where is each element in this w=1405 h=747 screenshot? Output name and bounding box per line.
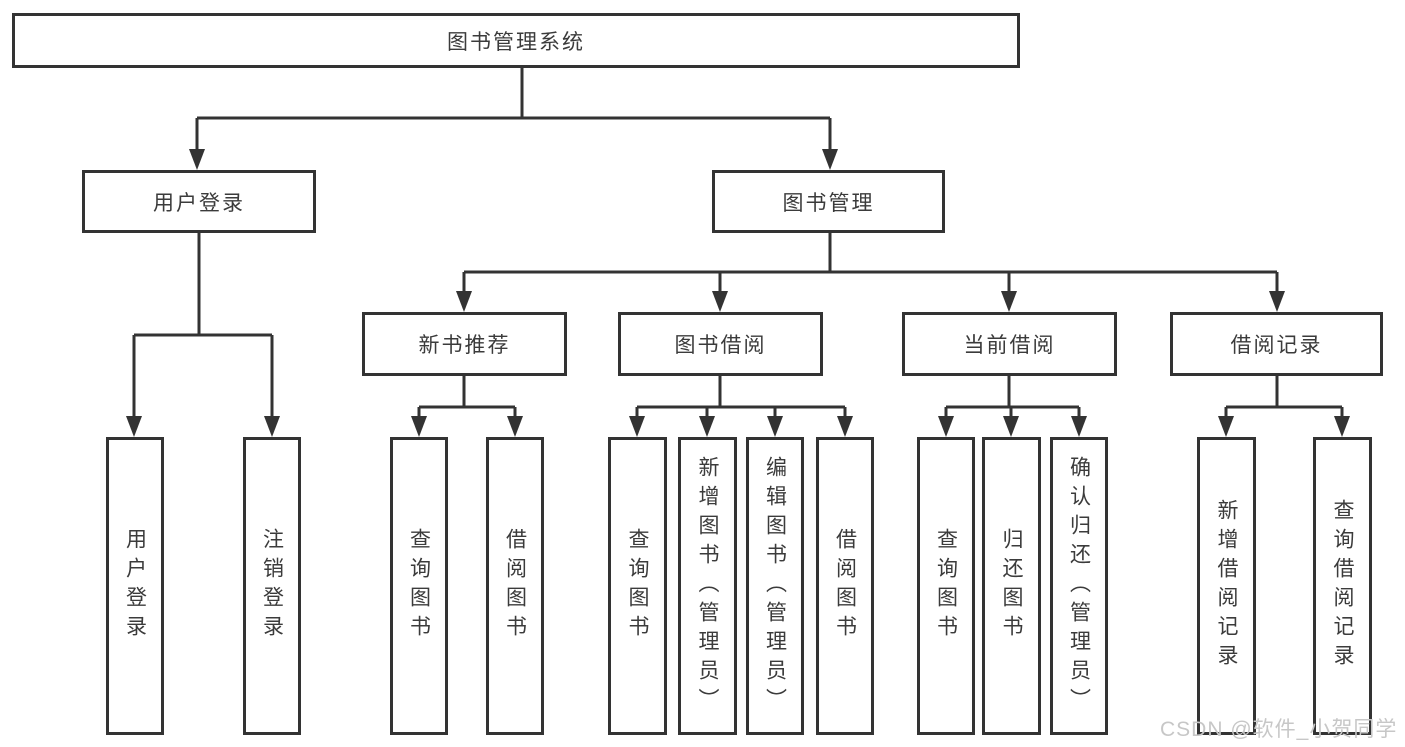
leaf-edit-book-admin: 编辑图书（管理员） xyxy=(746,437,804,735)
leaf-query-books-current: 查询图书 xyxy=(917,437,975,735)
leaf-add-borrow-record: 新增借阅记录 xyxy=(1197,437,1256,735)
leaf-add-book-admin: 新增图书（管理员） xyxy=(678,437,737,735)
node-label: 确认归还（管理员） xyxy=(1067,455,1091,717)
node-label: 注销登录 xyxy=(260,528,284,644)
node-label: 图书管理 xyxy=(782,191,875,215)
node-label: 查询图书 xyxy=(626,528,649,644)
node-borrowing-records: 借阅记录 xyxy=(1170,312,1383,376)
node-label: 归还图书 xyxy=(1000,528,1023,644)
node-label: 新书推荐 xyxy=(418,334,511,357)
leaf-confirm-return-admin: 确认归还（管理员） xyxy=(1050,437,1108,735)
node-user-login: 用户登录 xyxy=(82,170,316,233)
leaf-borrow-books-recommend: 借阅图书 xyxy=(486,437,544,735)
node-book-management: 图书管理 xyxy=(712,170,945,233)
node-new-book-recommendation: 新书推荐 xyxy=(362,312,567,376)
node-label: 查询图书 xyxy=(407,528,431,644)
node-root-library-system: 图书管理系统 xyxy=(12,13,1020,68)
leaf-return-book: 归还图书 xyxy=(982,437,1041,735)
leaf-user-login: 用户登录 xyxy=(106,437,164,735)
node-label: 借阅图书 xyxy=(833,528,857,644)
node-current-borrowing: 当前借阅 xyxy=(902,312,1117,376)
node-label: 编辑图书（管理员） xyxy=(763,455,787,717)
arrowheads xyxy=(126,149,1350,437)
node-label: 查询图书 xyxy=(934,528,958,644)
leaf-query-books-recommend: 查询图书 xyxy=(390,437,448,735)
leaf-logout: 注销登录 xyxy=(243,437,301,735)
node-label: 用户登录 xyxy=(153,191,245,215)
node-label: 当前借阅 xyxy=(963,334,1056,357)
leaf-query-borrow-record: 查询借阅记录 xyxy=(1313,437,1372,735)
node-label: 图书管理系统 xyxy=(447,30,585,54)
node-label: 借阅图书 xyxy=(503,528,527,644)
node-label: 用户登录 xyxy=(123,528,147,644)
leaf-borrow-books: 借阅图书 xyxy=(816,437,874,735)
node-book-borrowing: 图书借阅 xyxy=(618,312,823,376)
node-label: 新增图书（管理员） xyxy=(696,455,719,717)
node-label: 查询借阅记录 xyxy=(1331,499,1354,673)
leaf-query-books-borrow: 查询图书 xyxy=(608,437,667,735)
node-label: 图书借阅 xyxy=(674,334,767,357)
node-label: 新增借阅记录 xyxy=(1215,499,1238,673)
node-label: 借阅记录 xyxy=(1230,334,1323,357)
